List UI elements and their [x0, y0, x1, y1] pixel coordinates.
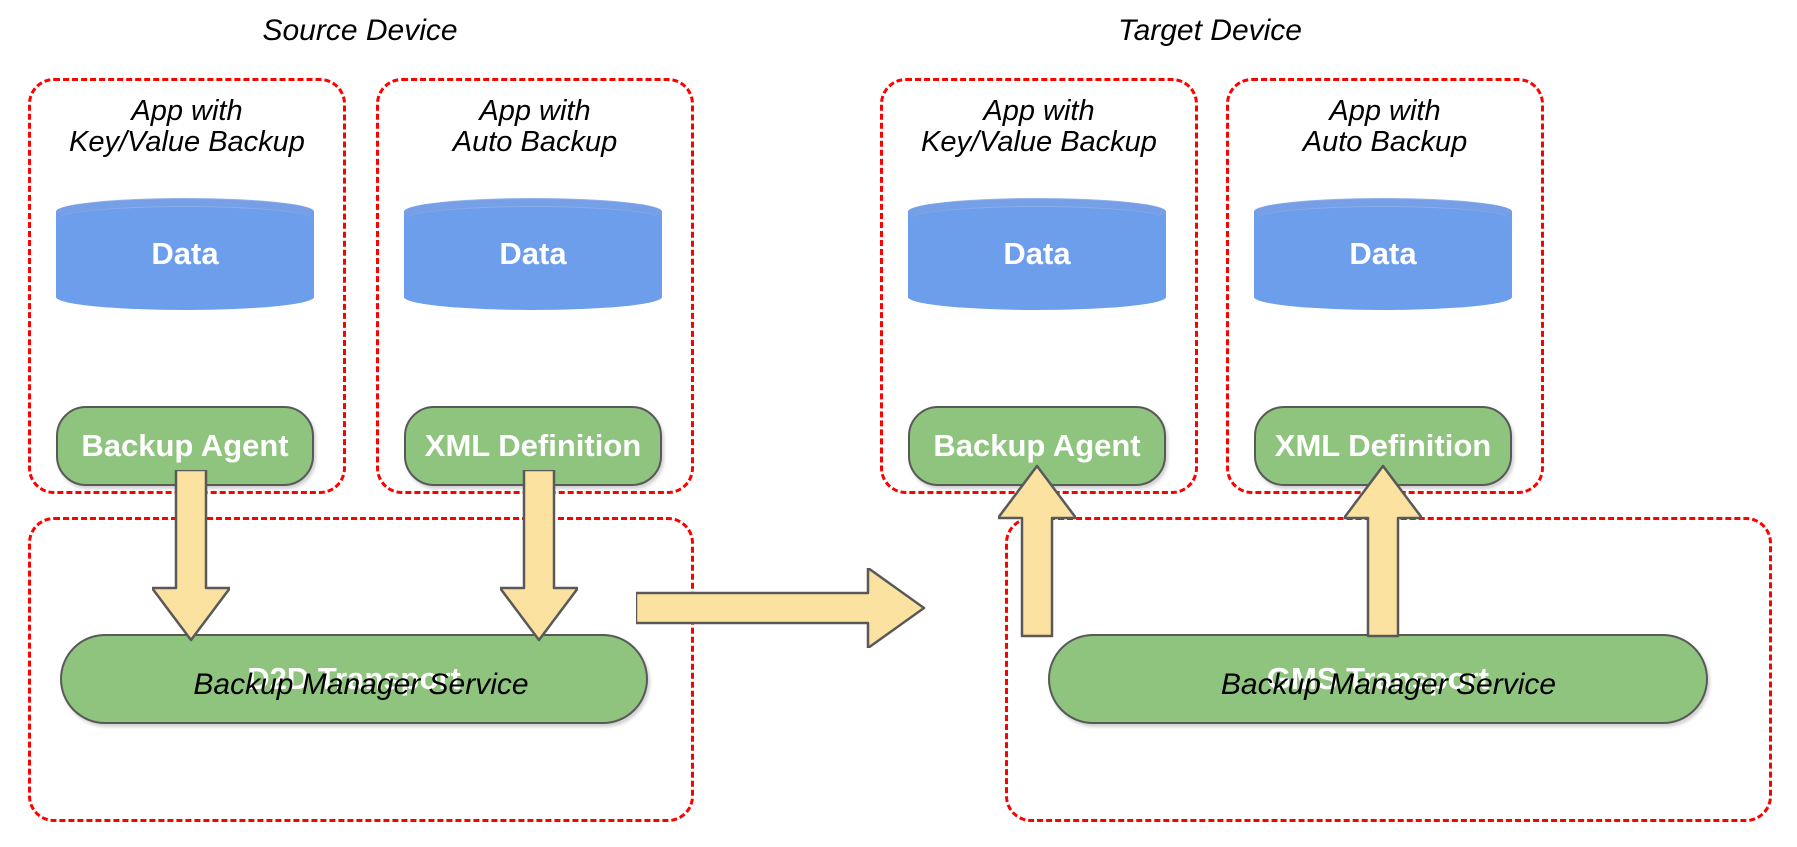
service-caption-target: Backup Manager Service — [1220, 668, 1557, 701]
arrow-gms-to-target-key-value — [998, 462, 1076, 638]
cylinder-top-inner-ring — [56, 206, 314, 233]
cylinder-top-inner-ring — [404, 206, 662, 233]
backup-manager-service-container-source — [28, 517, 694, 822]
component-label: XML Definition — [424, 428, 642, 463]
component-backup-agent-target[interactable]: Backup Agent — [908, 406, 1166, 486]
transport-d2d[interactable]: D2D Transport — [60, 634, 648, 724]
target-device-title: Target Device — [1118, 14, 1302, 47]
data-cylinder-source-key-value: Data — [56, 198, 314, 310]
arrow-gms-to-target-auto — [1344, 462, 1422, 638]
arrow-d2d-to-gms — [636, 568, 926, 648]
arrow-source-key-value-to-d2d — [152, 470, 230, 646]
data-cylinder-target-auto: Data — [1254, 198, 1512, 310]
app-label-target-key-value: App with Key/Value Backup — [921, 95, 1157, 158]
data-cylinder-source-auto: Data — [404, 198, 662, 310]
component-label: Backup Agent — [933, 428, 1141, 463]
transport-gms[interactable]: GMS Transport — [1048, 634, 1708, 724]
data-cylinder-label: Data — [151, 236, 219, 271]
transport-label: D2D Transport — [247, 661, 461, 696]
component-label: Backup Agent — [81, 428, 289, 463]
data-cylinder-label: Data — [1349, 236, 1417, 271]
component-label: XML Definition — [1274, 428, 1492, 463]
data-cylinder-label: Data — [499, 236, 567, 271]
service-caption-source: Backup Manager Service — [193, 668, 529, 701]
arrow-source-auto-to-d2d — [500, 470, 578, 646]
source-device-title: Source Device — [262, 14, 458, 47]
data-cylinder-label: Data — [1003, 236, 1071, 271]
app-label-source-key-value: App with Key/Value Backup — [69, 95, 305, 158]
transport-label: GMS Transport — [1266, 661, 1490, 696]
app-label-source-auto: App with Auto Backup — [452, 95, 618, 158]
cylinder-top-inner-ring — [908, 206, 1166, 233]
data-cylinder-target-key-value: Data — [908, 198, 1166, 310]
app-label-target-auto: App with Auto Backup — [1302, 95, 1468, 158]
cylinder-top-inner-ring — [1254, 206, 1512, 233]
